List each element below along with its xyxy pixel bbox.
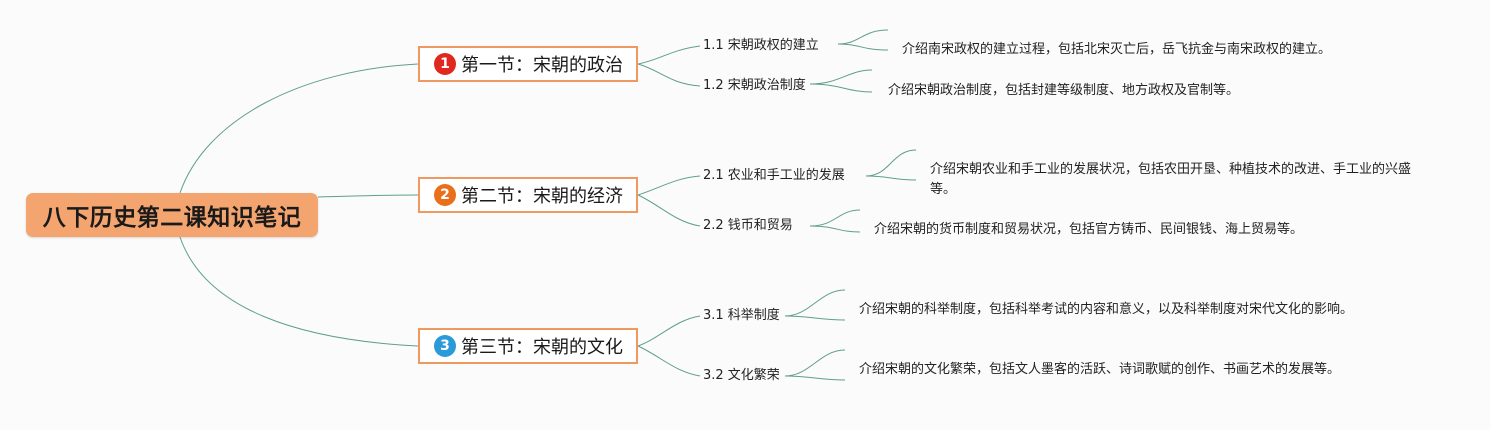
section-topic-1[interactable]: 1 第一节：宋朝的政治 — [418, 46, 638, 82]
subtopic-3-1[interactable]: 3.1 科举制度 — [703, 308, 780, 323]
number-3-badge-icon: 3 — [434, 335, 456, 357]
section-topic-3[interactable]: 3 第三节：宋朝的文化 — [418, 328, 638, 364]
link-section-2-sub-1 — [637, 175, 701, 196]
link-sub-3-2-desc — [784, 349, 846, 381]
section-title: 第二节：宋朝的经济 — [461, 186, 623, 207]
link-root-section-2 — [317, 194, 419, 198]
description-2-1[interactable]: 介绍宋朝农业和手工业的发展状况，包括农田开垦、种植技术的改进、手工业的兴盛等。 — [930, 162, 1412, 197]
root-topic[interactable]: 八下历史第二课知识笔记 — [26, 193, 318, 237]
link-section-3-sub-2 — [637, 345, 701, 377]
link-sub-2-1-desc — [865, 149, 917, 181]
link-sub-2-2-desc — [809, 209, 861, 233]
link-root-section-1 — [179, 63, 419, 194]
description-3-2[interactable]: 介绍宋朝的文化繁荣，包括文人墨客的活跃、诗词歌赋的创作、书画艺术的发展等。 — [859, 362, 1341, 377]
subtopic-1-1[interactable]: 1.1 宋朝政权的建立 — [703, 38, 819, 53]
section-title: 第一节：宋朝的政治 — [461, 55, 623, 76]
description-3-1[interactable]: 介绍宋朝的科举制度，包括科举考试的内容和意义，以及科举制度对宋代文化的影响。 — [859, 302, 1354, 317]
subtopic-1-2[interactable]: 1.2 宋朝政治制度 — [703, 78, 806, 93]
link-sub-1-1-desc — [837, 29, 889, 51]
link-section-1-sub-2 — [637, 63, 701, 87]
subtopic-2-1[interactable]: 2.1 农业和手工业的发展 — [703, 168, 845, 183]
link-section-1-sub-1 — [637, 45, 701, 65]
section-topic-2[interactable]: 2 第二节：宋朝的经济 — [418, 177, 638, 213]
subtopic-2-2[interactable]: 2.2 钱币和贸易 — [703, 218, 793, 233]
number-1-badge-icon: 1 — [434, 53, 456, 75]
description-1-1[interactable]: 介绍南宋政权的建立过程，包括北宋灭亡后，岳飞抗金与南宋政权的建立。 — [902, 42, 1332, 57]
link-section-3-sub-1 — [637, 315, 701, 347]
number-2-badge-icon: 2 — [434, 184, 456, 206]
description-1-2[interactable]: 介绍宋朝政治制度，包括封建等级制度、地方政权及官制等。 — [888, 83, 1240, 98]
section-title: 第三节：宋朝的文化 — [461, 337, 623, 358]
subtopic-3-2[interactable]: 3.2 文化繁荣 — [703, 368, 780, 383]
link-section-2-sub-2 — [637, 194, 701, 227]
link-sub-1-2-desc — [809, 69, 873, 93]
link-root-section-3 — [179, 236, 419, 347]
link-sub-3-1-desc — [784, 289, 846, 321]
description-2-2[interactable]: 介绍宋朝的货币制度和贸易状况，包括官方铸币、民间银钱、海上贸易等。 — [874, 222, 1304, 237]
